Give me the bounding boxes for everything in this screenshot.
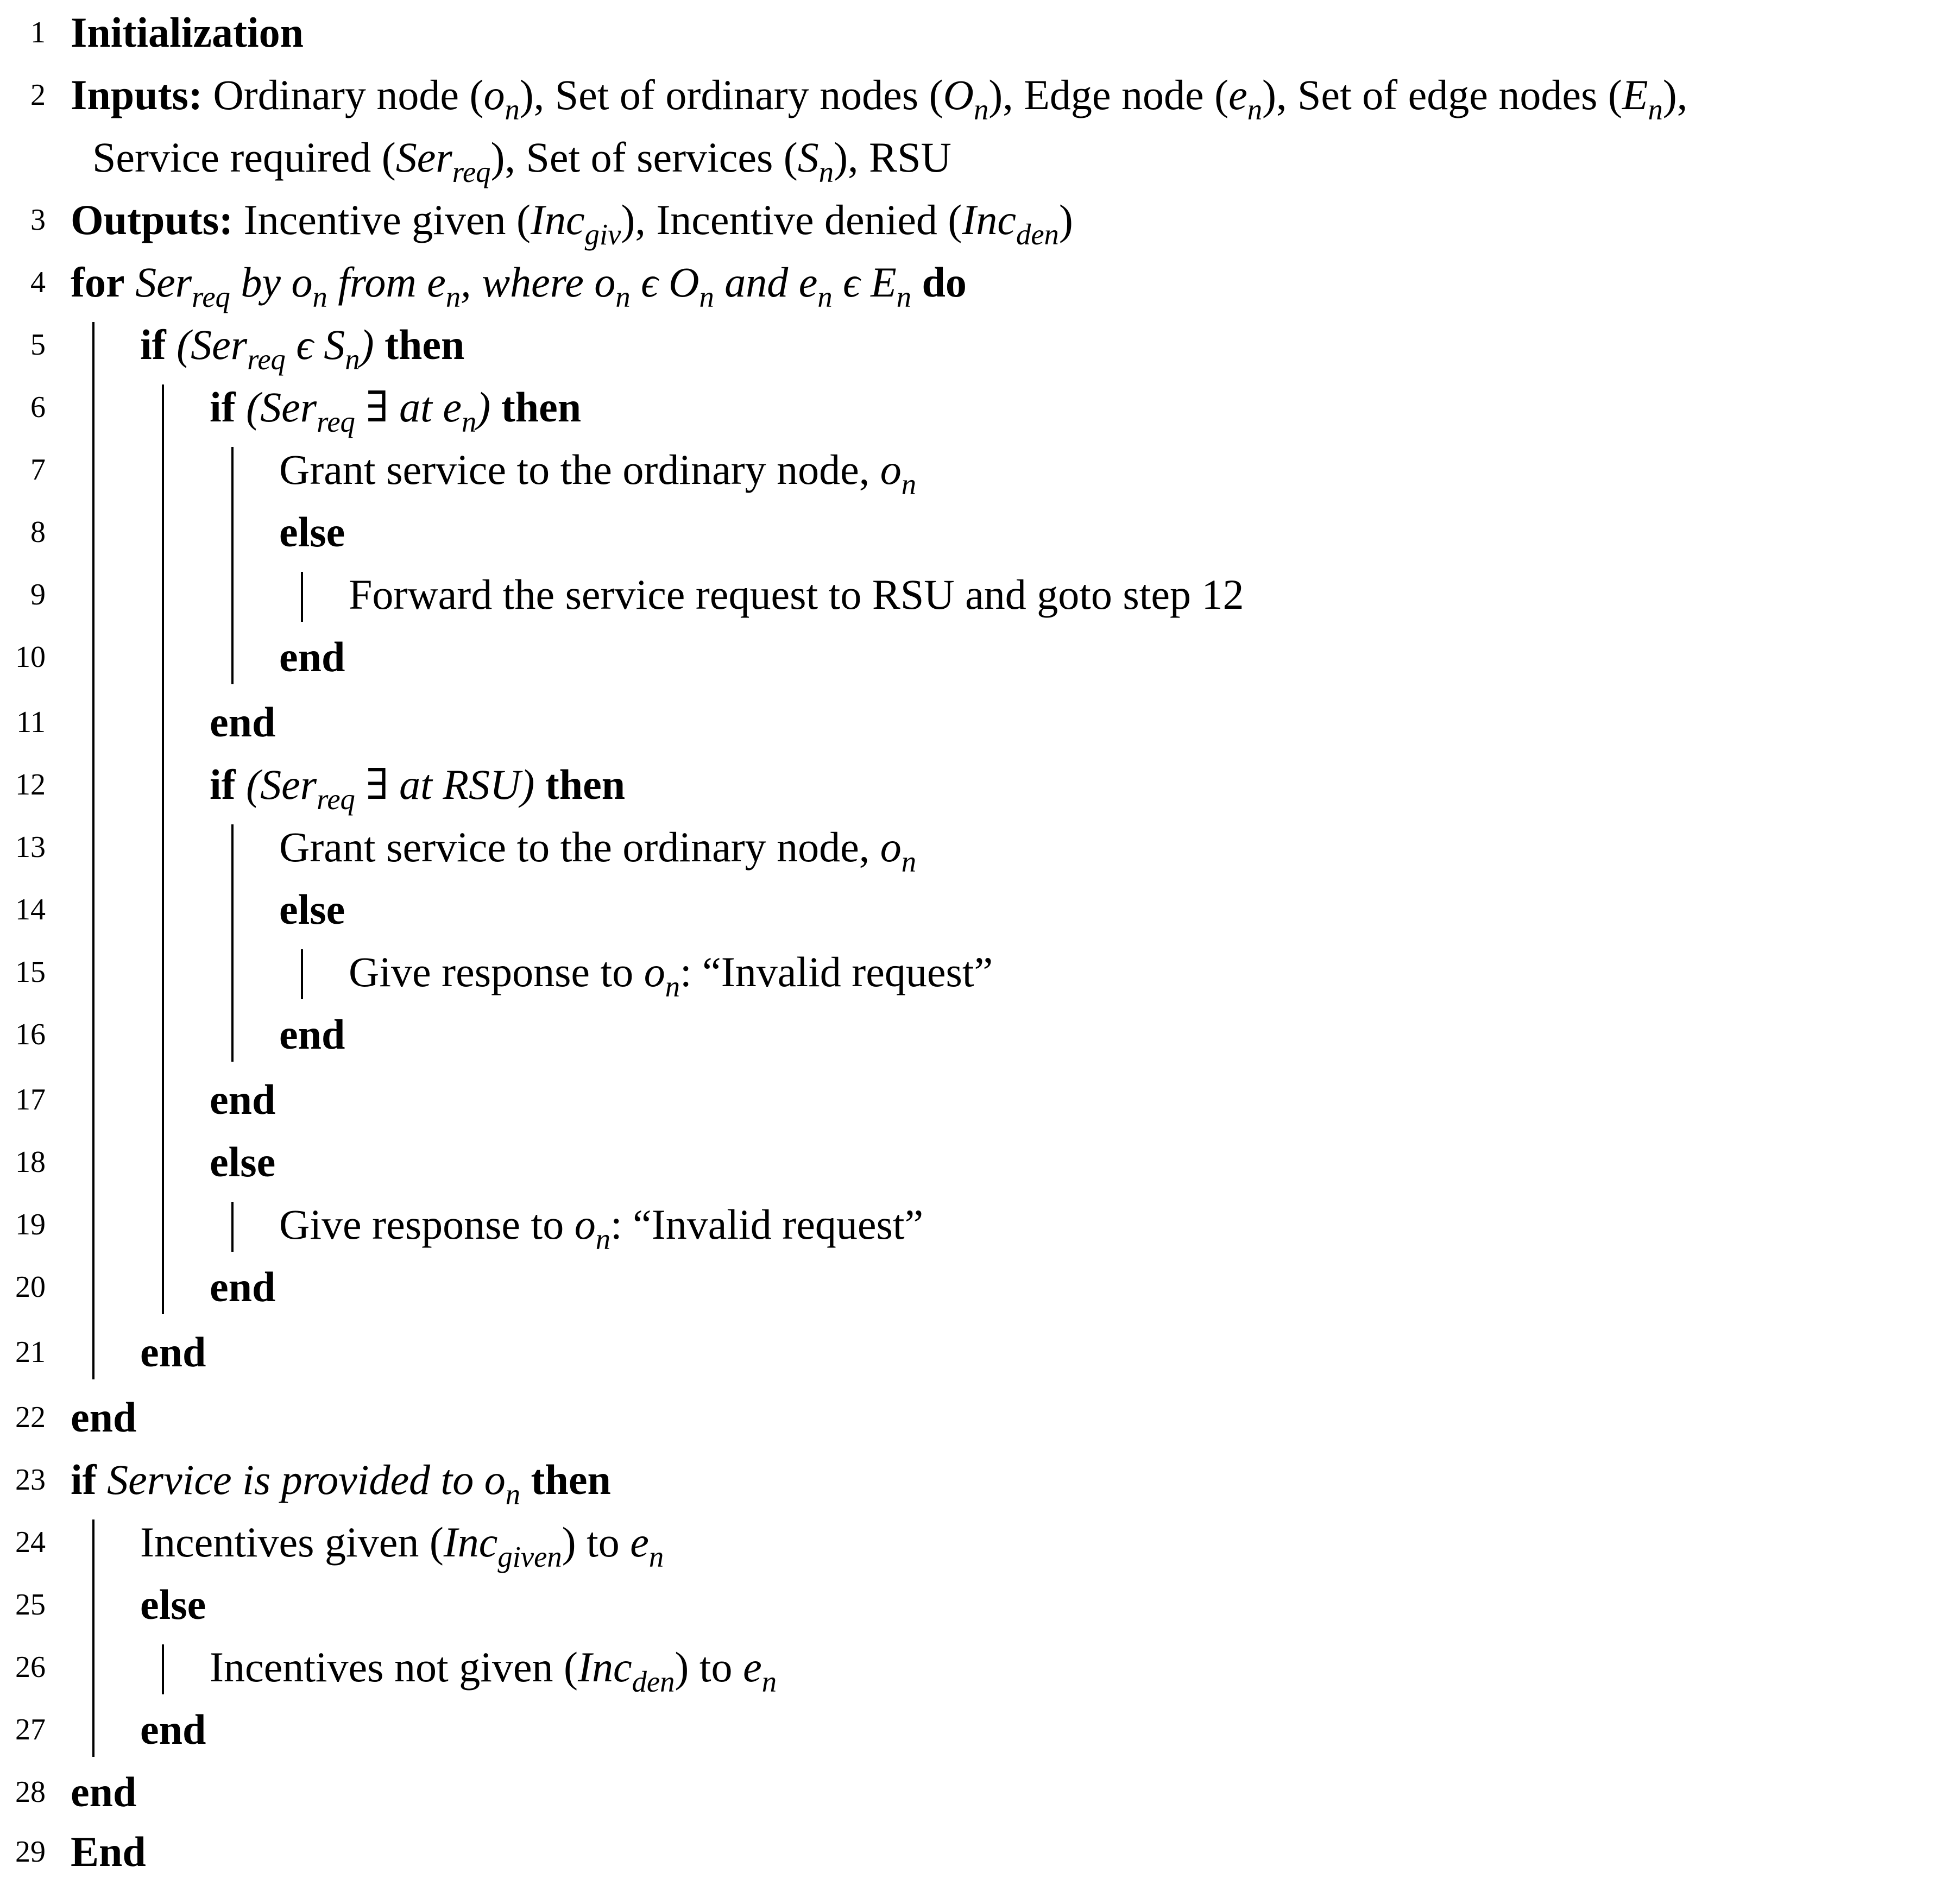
algorithm-line: if Service is provided to on then bbox=[71, 1456, 611, 1511]
block-indent-bar bbox=[231, 824, 234, 1062]
line-number: 24 bbox=[15, 1525, 46, 1559]
line-number: 28 bbox=[15, 1775, 46, 1809]
algorithm-line: end bbox=[279, 633, 345, 680]
algorithm-line: end bbox=[140, 1706, 206, 1753]
algorithm-line: end bbox=[140, 1328, 206, 1376]
block-indent-bar bbox=[162, 384, 164, 1314]
block-indent-bar bbox=[92, 1519, 94, 1757]
algorithm-line: Service required (Serreq), Set of servic… bbox=[92, 134, 951, 189]
algorithm-line: else bbox=[140, 1581, 206, 1628]
line-number: 13 bbox=[15, 830, 46, 864]
line-number: 23 bbox=[15, 1463, 46, 1497]
algorithm-line: Incentives not given (Incden) to en bbox=[210, 1643, 777, 1699]
line-number: 9 bbox=[30, 578, 46, 611]
line-number: 2 bbox=[30, 78, 46, 112]
line-number: 29 bbox=[15, 1835, 46, 1869]
line-number: 7 bbox=[30, 453, 46, 487]
algorithm-line: Give response to on: “Invalid request” bbox=[279, 1201, 924, 1256]
algorithm-line: Initialization bbox=[71, 9, 304, 56]
line-number: 10 bbox=[15, 640, 46, 674]
line-number: 3 bbox=[30, 203, 46, 237]
line-number: 4 bbox=[30, 266, 46, 299]
algorithm-line: Inputs: Ordinary node (on), Set of ordin… bbox=[71, 71, 1688, 127]
algorithm-line: else bbox=[279, 508, 345, 556]
algorithm-line: Grant service to the ordinary node, on bbox=[279, 823, 917, 879]
line-number: 21 bbox=[15, 1335, 46, 1369]
line-number: 18 bbox=[15, 1145, 46, 1179]
block-indent-bar bbox=[231, 1202, 234, 1252]
line-number: 16 bbox=[15, 1018, 46, 1051]
line-number: 12 bbox=[15, 768, 46, 802]
algorithm-line: Forward the service request to RSU and g… bbox=[349, 571, 1244, 618]
line-number: 11 bbox=[16, 705, 46, 739]
line-number: 26 bbox=[15, 1650, 46, 1684]
block-indent-bar bbox=[301, 949, 303, 999]
algorithm-line: End bbox=[71, 1828, 146, 1875]
algorithm-line: else bbox=[279, 886, 345, 933]
algorithm-line: Outputs: Incentive given (Incgiv), Incen… bbox=[71, 196, 1073, 251]
line-number: 8 bbox=[30, 515, 46, 549]
line-number: 25 bbox=[15, 1588, 46, 1622]
block-indent-bar bbox=[231, 447, 234, 684]
line-number: 17 bbox=[15, 1083, 46, 1117]
algorithm-line: Give response to on: “Invalid request” bbox=[349, 948, 993, 1004]
algorithm-line: else bbox=[210, 1138, 276, 1186]
block-indent-bar bbox=[301, 572, 303, 622]
line-number: 27 bbox=[15, 1713, 46, 1746]
line-number: 22 bbox=[15, 1401, 46, 1434]
algorithm-line: end bbox=[71, 1768, 137, 1815]
algorithm-line: if (Serreq ϵ Sn) then bbox=[140, 321, 465, 376]
line-number: 1 bbox=[30, 16, 46, 49]
block-indent-bar bbox=[92, 322, 94, 1379]
algorithm-line: end bbox=[210, 698, 276, 746]
algorithm-line: if (Serreq ∃ at RSU) then bbox=[210, 761, 626, 816]
algorithm-line: end bbox=[210, 1076, 276, 1123]
line-number: 20 bbox=[15, 1270, 46, 1304]
algorithm-line: end bbox=[279, 1011, 345, 1058]
line-number: 19 bbox=[15, 1208, 46, 1241]
block-indent-bar bbox=[162, 1644, 164, 1694]
algorithm-line: Grant service to the ordinary node, on bbox=[279, 446, 917, 501]
line-number: 15 bbox=[15, 955, 46, 989]
line-number: 6 bbox=[30, 390, 46, 424]
line-number: 14 bbox=[15, 893, 46, 926]
algorithm-line: end bbox=[210, 1263, 276, 1310]
algorithm-line: if (Serreq ∃ at en) then bbox=[210, 383, 582, 439]
algorithm-line: Incentives given (Incgiven) to en bbox=[140, 1518, 664, 1574]
line-number: 5 bbox=[30, 328, 46, 362]
algorithm-line: end bbox=[71, 1394, 137, 1441]
algorithm-line: for Serreq by on from en, where on ϵ On … bbox=[71, 258, 967, 314]
